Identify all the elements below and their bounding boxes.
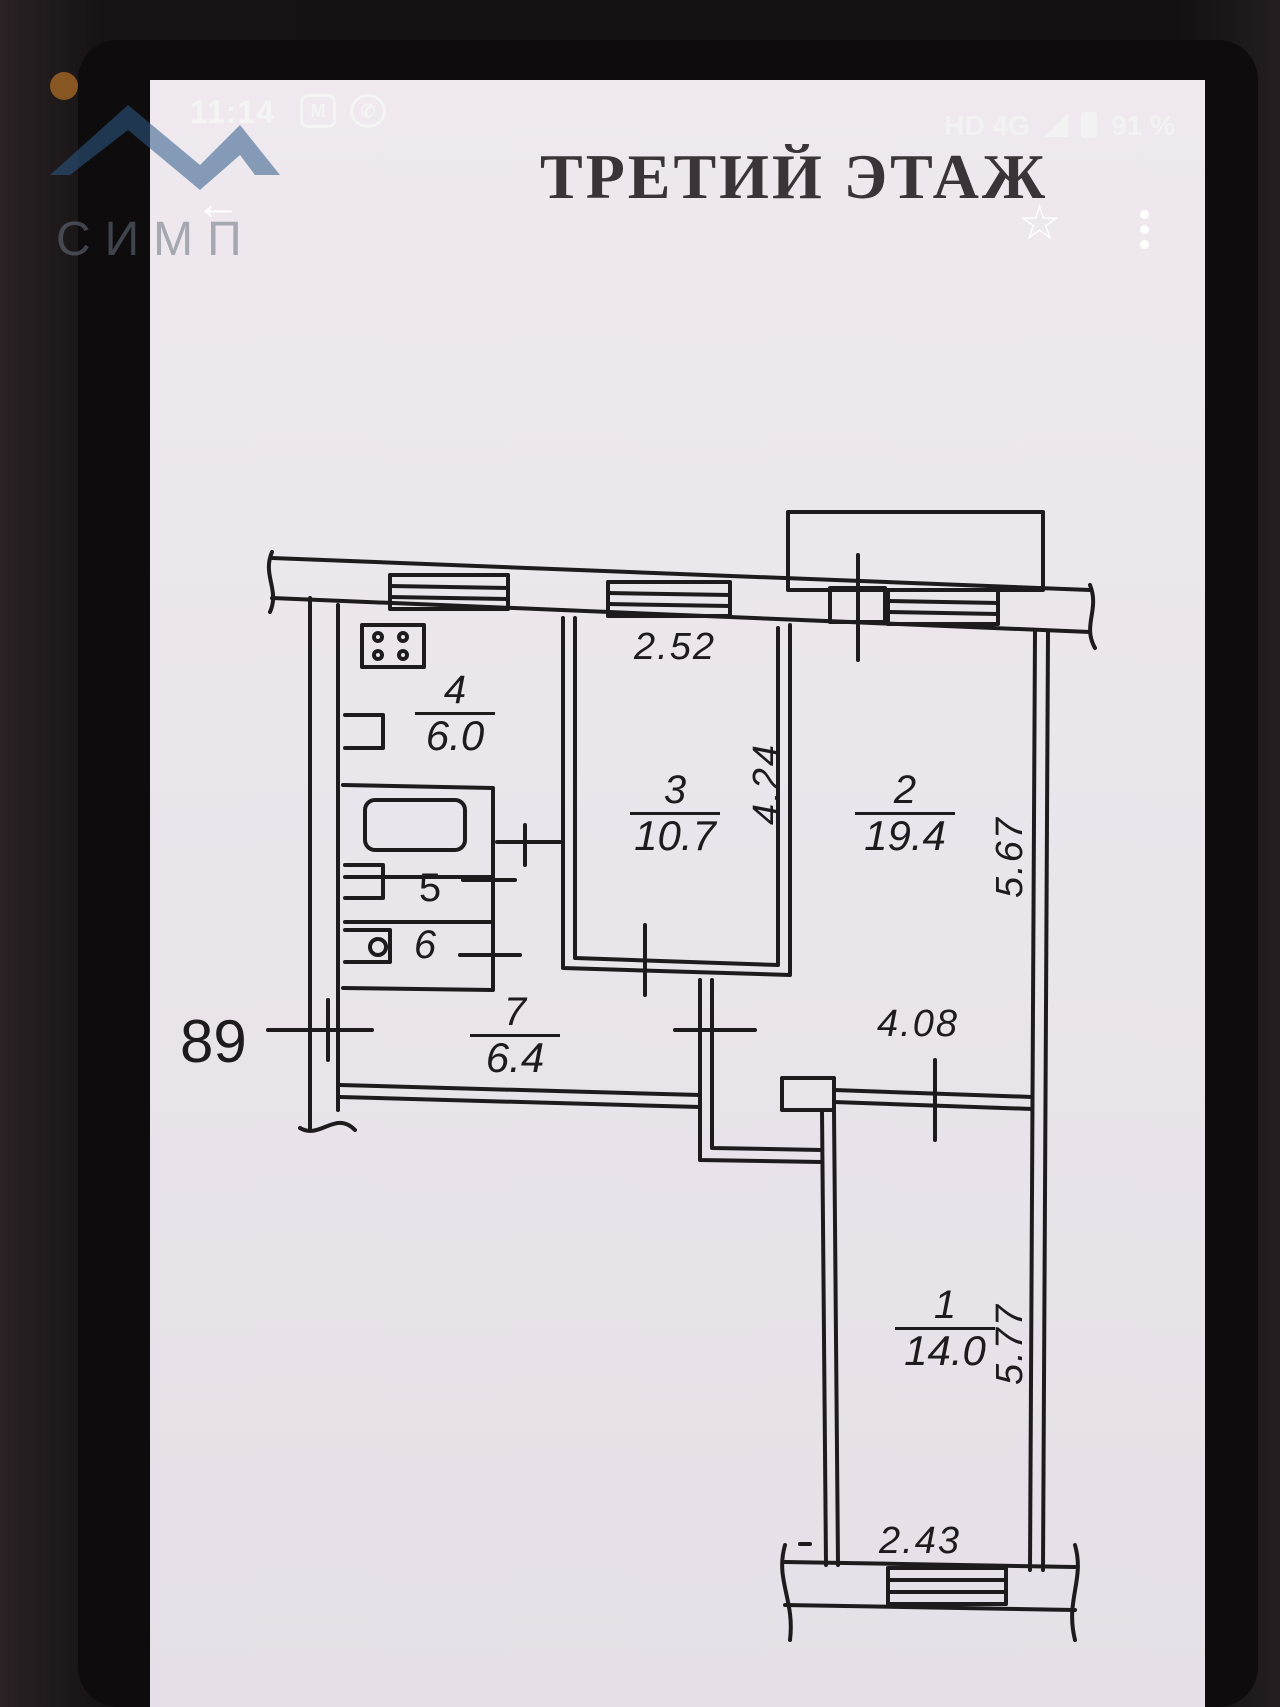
bath-sink-icon xyxy=(343,863,385,900)
watermark-text: СИМП xyxy=(56,213,256,266)
hall-partition xyxy=(698,978,824,1164)
door-marks xyxy=(266,823,937,1142)
mj-app-icon: M xyxy=(300,94,336,128)
document-heading: ТРЕТИЙ ЭТАЖ xyxy=(540,141,1049,212)
room-3-number: 3 xyxy=(630,770,720,815)
room-1-area: 14.0 xyxy=(904,1327,986,1374)
wall-break-marks xyxy=(266,550,1097,650)
network-label: HD 4G xyxy=(944,110,1030,141)
room-7-number: 7 xyxy=(470,992,560,1037)
left-wall-break xyxy=(298,1121,357,1133)
room-2-1-wall xyxy=(832,1088,1034,1111)
dim-room2-width: 4.08 xyxy=(877,1003,959,1045)
logo-roof-icon xyxy=(50,105,280,190)
star-icon[interactable]: ☆ xyxy=(1018,197,1062,250)
room-7-label: 7 6.4 xyxy=(470,992,560,1079)
more-vert-icon[interactable] xyxy=(1140,210,1152,255)
stove-icon xyxy=(360,623,426,669)
toilet-icon xyxy=(343,928,392,964)
status-time: 11:14 xyxy=(190,94,276,130)
dim-room3-length: 4.24 xyxy=(746,743,788,825)
battery-icon xyxy=(1081,112,1098,138)
bathtub-icon xyxy=(363,798,467,852)
room-6-number: 6 xyxy=(413,923,437,967)
signal-icon xyxy=(1043,113,1068,137)
dim-room2-length: 5.67 xyxy=(989,816,1031,898)
column-block xyxy=(780,1076,836,1112)
logo-dot xyxy=(50,72,78,100)
room-4-area: 6.0 xyxy=(425,712,485,759)
dim-room1-width: 2.43 xyxy=(879,1520,961,1562)
room-5-number: 5 xyxy=(418,866,442,910)
bottom-wall xyxy=(783,1560,1077,1612)
back-arrow-icon[interactable]: ← xyxy=(195,177,241,229)
plan-side-number: 89 xyxy=(180,1008,247,1075)
room-1-number: 1 xyxy=(895,1285,995,1330)
room-4-number: 4 xyxy=(415,670,495,715)
bath-block xyxy=(341,783,495,992)
viber-icon: ✆ xyxy=(350,94,386,128)
status-right-group: HD 4G 91 % xyxy=(938,110,1175,142)
simp-logo xyxy=(50,72,280,190)
bottom-window xyxy=(886,1566,1008,1606)
room-2-label: 2 19.4 xyxy=(855,770,955,857)
room-3-label: 3 10.7 xyxy=(630,770,720,857)
kitchen-sink-icon xyxy=(343,713,385,750)
left-wall xyxy=(308,596,340,1130)
room-2-number: 2 xyxy=(855,770,955,815)
bottom-wall-break xyxy=(780,1543,1080,1642)
room-7-area: 6.4 xyxy=(485,1034,545,1081)
room-1-label: 1 14.0 xyxy=(895,1285,995,1372)
room-1-left-wall xyxy=(820,1108,840,1567)
room-4-label: 4 6.0 xyxy=(415,670,495,757)
dim-room3-width: 2.52 xyxy=(634,626,716,668)
status-bar: 11:14 M ✆ HD 4G 91 % xyxy=(150,80,1205,142)
dim-room1-length: 5.77 xyxy=(989,1303,1031,1385)
room-3-area: 10.7 xyxy=(634,812,716,859)
corridor-wall xyxy=(338,1083,702,1109)
battery-level: 91 % xyxy=(1111,110,1175,141)
room-2-area: 19.4 xyxy=(864,812,946,859)
right-wall xyxy=(1028,630,1050,1572)
room-3-walls xyxy=(561,616,792,977)
